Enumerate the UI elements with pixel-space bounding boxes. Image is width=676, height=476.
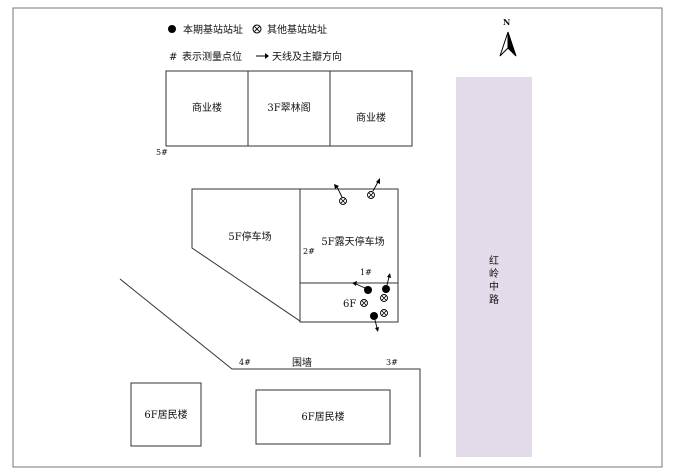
hongling-road xyxy=(456,77,532,457)
antenna-direction-icon xyxy=(372,178,380,192)
antenna-direction-icon xyxy=(386,273,391,286)
road-label-char: 岭 xyxy=(489,267,499,280)
diagram-frame xyxy=(12,7,663,468)
point-2-label: 2# xyxy=(303,247,315,256)
other-site-marker xyxy=(360,299,368,307)
point-4-label: 4# xyxy=(239,358,251,367)
this-site-marker xyxy=(364,286,372,294)
point-5-label: 5# xyxy=(156,148,168,157)
legend-other-site: 其他基站站址 xyxy=(267,23,327,36)
other-site-marker xyxy=(380,294,388,302)
other-site-marker xyxy=(380,309,388,317)
antenna-direction-icon xyxy=(374,319,379,332)
antenna-direction-icon xyxy=(352,281,366,289)
road-label-char: 中 xyxy=(489,280,499,293)
other-site-legend-icon xyxy=(252,24,262,34)
parking-5f-label: 5F停车场 xyxy=(228,230,271,243)
top-building-block xyxy=(165,70,413,147)
parking-open-label: 5F露天停车场 xyxy=(321,235,384,248)
parking-5f-building xyxy=(191,188,301,322)
this-site-marker xyxy=(370,312,378,320)
legend-this-site: 本期基站站址 xyxy=(183,23,243,36)
commercial-building-left: 商业楼 xyxy=(192,101,222,114)
residential-right-label: 6F居民楼 xyxy=(301,410,344,423)
floor-6f-label: 6F xyxy=(343,299,356,310)
this-site-marker xyxy=(382,285,390,293)
perimeter-wall xyxy=(119,278,421,457)
legend-antenna: 天线及主瓣方向 xyxy=(272,50,342,63)
residential-building-right xyxy=(255,389,391,445)
residential-left-label: 6F居民楼 xyxy=(144,408,187,421)
other-site-marker xyxy=(339,197,347,205)
residential-building-left xyxy=(130,382,202,447)
legend-hash-symbol: # xyxy=(169,52,177,63)
this-site-legend-icon xyxy=(168,25,176,33)
cuilin-building: 3F翠林阁 xyxy=(267,101,310,114)
commercial-building-right: 商业楼 xyxy=(356,111,386,124)
wall-label: 围墙 xyxy=(292,356,312,369)
arrow-legend-icon xyxy=(256,53,269,59)
antenna-direction-icon xyxy=(334,184,343,198)
north-arrow-icon xyxy=(499,31,517,57)
point-3-label: 3# xyxy=(386,358,398,367)
point-1-label: 1# xyxy=(360,268,372,277)
road-label-char: 红 xyxy=(489,254,499,267)
road-label-char: 路 xyxy=(489,293,499,306)
north-label: N xyxy=(503,17,510,27)
legend-measure-point: 表示测量点位 xyxy=(182,50,242,63)
other-site-marker xyxy=(367,191,375,199)
